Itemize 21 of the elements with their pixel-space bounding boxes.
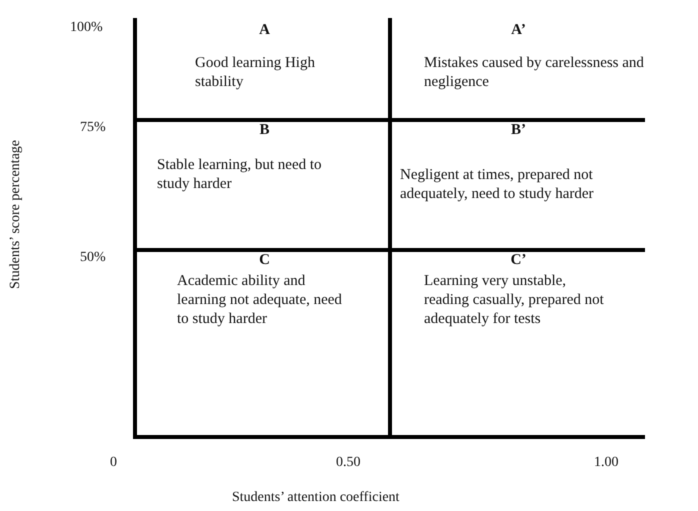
quadrant-description: Stable learning, but need to study harder	[157, 156, 323, 194]
quadrant-cell	[388, 18, 645, 122]
quadrant-letter: B	[258, 122, 270, 139]
quadrant-description: Mistakes caused by carelessness and negligence	[424, 54, 644, 92]
axis-tick-label: 1.00	[594, 455, 618, 471]
quadrant-letter: B’	[510, 122, 527, 139]
axis-title: Students’ attention coefficient	[232, 490, 400, 506]
axis-title: Students’ score percentage	[8, 140, 24, 290]
axis-tick-label: 100%	[70, 20, 103, 36]
axis-tick-label: 75%	[80, 120, 106, 136]
quadrant-letter: C’	[510, 252, 528, 269]
axis-tick-label: 50%	[80, 250, 106, 266]
quadrant-description: Learning very unstable, reading casually, prepared not adequately for tests	[424, 272, 605, 329]
quadrant-description: Academic ability and learning not adequate, need to study harder	[177, 272, 343, 329]
quadrant-description: Negligent at times, prepared not adequately, need to study harder	[400, 166, 595, 204]
quadrant-letter: A’	[510, 22, 527, 39]
axis-tick-label: 0	[110, 455, 117, 471]
quadrant-description: Good learning High stability	[195, 54, 316, 92]
quadrant-letter: A	[258, 22, 271, 39]
axis-tick-label: 0.50	[336, 455, 360, 471]
quadrant-letter: C	[258, 252, 271, 269]
